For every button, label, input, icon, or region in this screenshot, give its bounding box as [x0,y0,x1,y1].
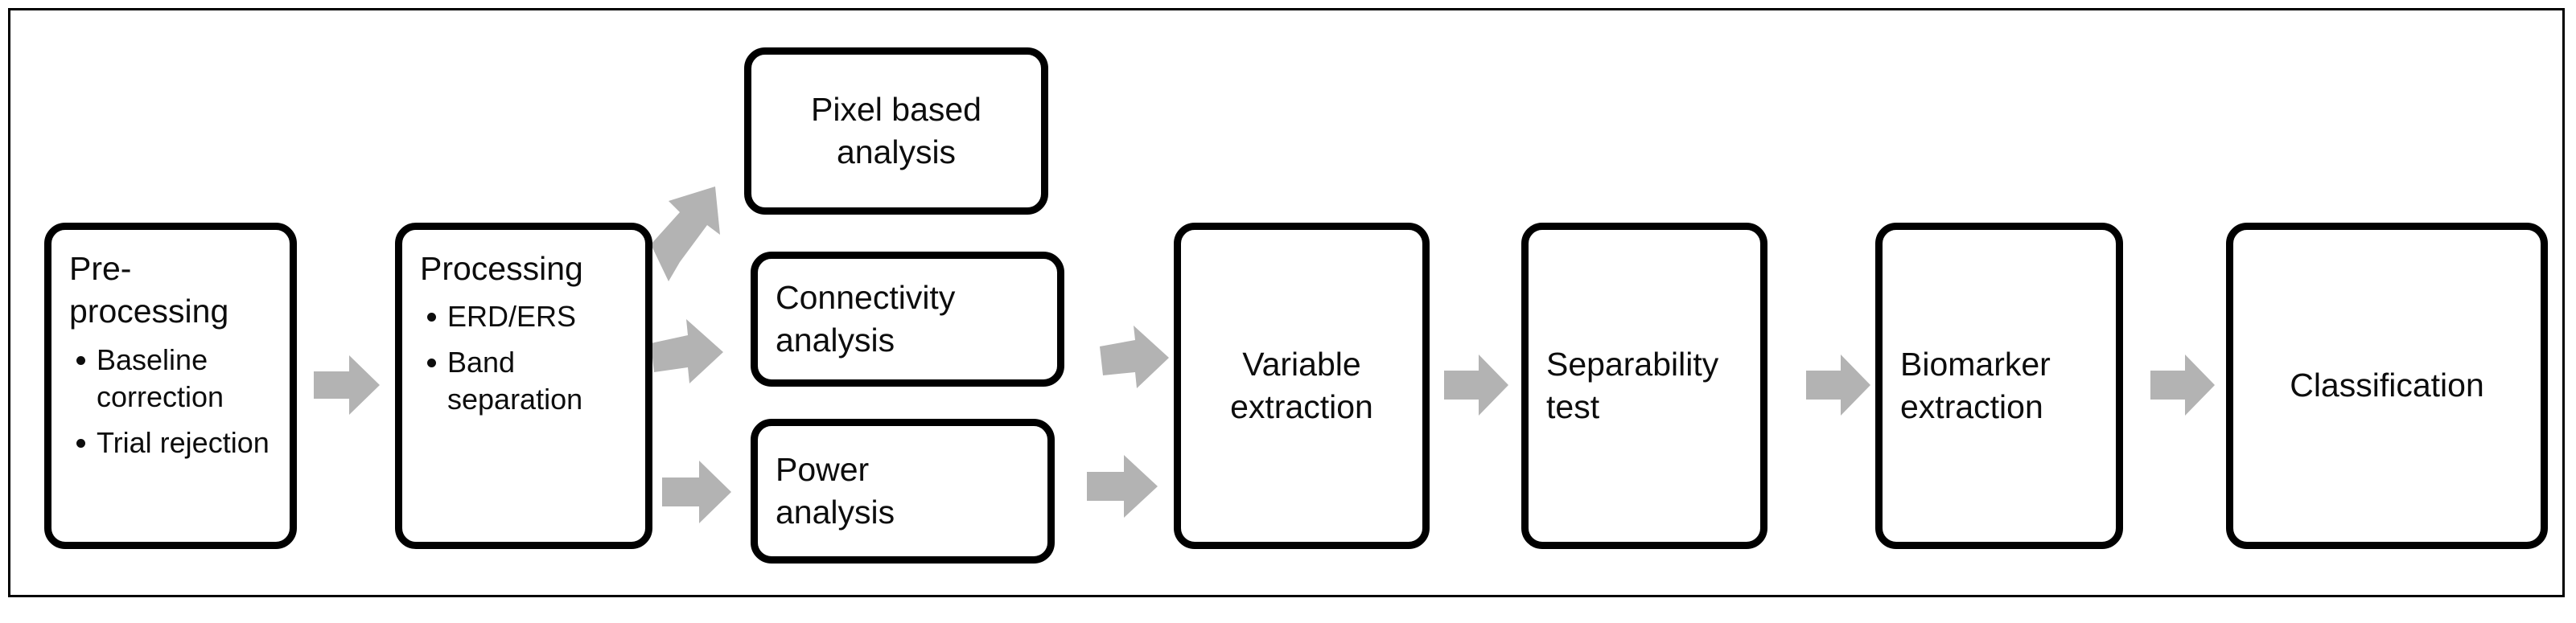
node-processing-bullets: ERD/ERS Band separation [420,298,628,427]
node-power-analysis-title: Power analysis [776,450,895,531]
arrow-processing-to-power [662,457,731,527]
bullet-band-separation: Band separation [427,344,628,418]
node-separability-test-title: Separability test [1546,345,1719,425]
arrow-biomarker-to-classification [2150,351,2215,419]
node-classification-title: Classification [2290,367,2484,404]
node-separability-test[interactable]: Separability test [1521,223,1767,549]
diagram-outer-frame: Pre- processing Baseline correction Tria… [8,8,2565,597]
node-processing[interactable]: Processing ERD/ERS Band separation [395,223,652,549]
node-power-analysis[interactable]: Power analysis [751,419,1055,564]
arrow-connectivity-to-variable [1098,324,1169,396]
arrow-variable-to-separability [1444,351,1508,419]
arrow-processing-to-pixel-based [643,183,728,285]
arrow-preprocessing-to-processing [314,352,380,418]
arrow-separability-to-biomarker [1806,351,1870,419]
node-connectivity-analysis-title: Connectivity analysis [776,278,956,359]
bullet-baseline-correction: Baseline correction [76,342,272,416]
arrow-processing-to-connectivity [649,318,725,391]
node-variable-extraction[interactable]: Variable extraction [1174,223,1430,549]
node-preprocessing[interactable]: Pre- processing Baseline correction Tria… [44,223,297,549]
node-pixel-based-analysis[interactable]: Pixel based analysis [744,47,1048,215]
bullet-erd-ers: ERD/ERS [427,298,628,335]
node-pixel-based-analysis-title: Pixel based analysis [811,90,981,170]
node-variable-extraction-title: Variable extraction [1230,345,1373,425]
node-preprocessing-title: Pre- processing [69,250,229,330]
node-preprocessing-bullets: Baseline correction Trial rejection [69,342,272,470]
node-processing-title: Processing [420,250,583,287]
bullet-trial-rejection: Trial rejection [76,424,272,461]
node-classification[interactable]: Classification [2226,223,2548,549]
node-connectivity-analysis[interactable]: Connectivity analysis [751,252,1064,387]
arrow-power-to-variable [1087,451,1158,522]
node-biomarker-extraction[interactable]: Biomarker extraction [1875,223,2123,549]
node-biomarker-extraction-title: Biomarker extraction [1900,345,2051,425]
